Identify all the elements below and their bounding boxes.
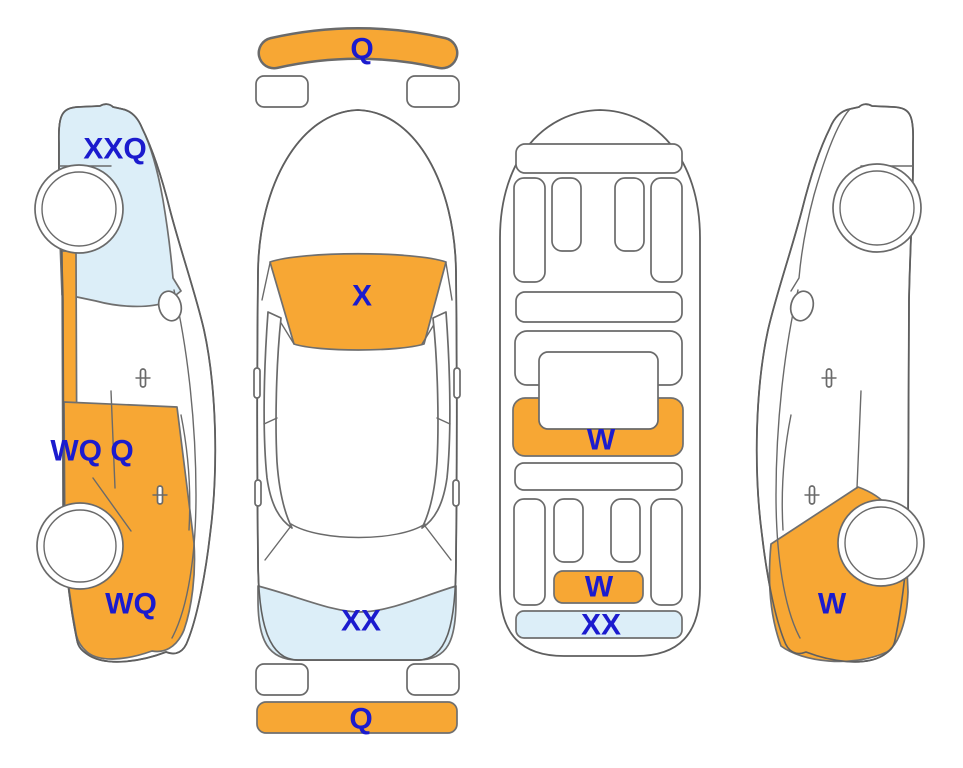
rear-sill-damage-label[interactable]: XX [581,609,621,642]
dashboard [515,143,683,174]
rear-door-trim-right [650,498,683,606]
center-floor-strip [515,291,683,323]
cargo-floor-damage-label[interactable]: W [585,571,614,604]
view-side-right: W [755,103,925,663]
front-bumper-damage-region[interactable] [260,29,456,67]
rear-glass-damage-region[interactable] [257,585,457,661]
view-interior: W W XX [499,109,701,657]
left-rear-door-handle [152,485,168,505]
rear-seat-left [553,498,584,563]
molding-rear-left [254,479,262,507]
front-seat-right [614,177,645,252]
cargo-floor-damage-region[interactable] [553,570,644,604]
rear-right-lamp [406,663,460,696]
molding-rear-right [452,479,460,507]
rear-seat-right [610,498,641,563]
top-body-outline-stroke [256,109,458,661]
windshield-damage-label[interactable]: X [352,280,372,313]
front-bumper-damage-label[interactable]: Q [350,33,373,66]
rear-left-lamp [255,663,309,696]
left-body-outline-stroke [58,103,217,663]
right-front-wheel [832,163,922,253]
rear-door-trim-left [513,498,546,606]
right-windshield-line [790,108,851,292]
windshield-damage-region[interactable] [269,252,447,351]
front-left-lamp [255,75,309,108]
left-quarter-window-line [180,414,191,531]
rear-glass-damage-label[interactable]: XX [341,605,381,638]
right-rear-quarter-damage-label[interactable]: W [818,588,847,621]
molding-front-right [453,367,461,399]
view-top: Q X XX Q [253,27,461,736]
left-rear-wheel [36,502,124,590]
view-side-left: XXQ WQ Q WQ [34,103,217,663]
right-rear-door-handle [804,485,820,505]
right-side-mirror [789,290,815,322]
side-window-channel-left [263,311,293,529]
molding-front-left [253,367,261,399]
right-quarter-window-line [781,414,792,531]
side-window-channel-right [421,311,451,529]
left-front-wheel [34,164,124,254]
left-bpillar-seam [110,390,116,489]
left-rear-quarter-damage-label[interactable]: WQ [105,588,157,621]
rear-seat-damage-label[interactable]: W [587,424,616,457]
left-quarter-seam [92,477,132,532]
cpillar-lines [264,525,452,561]
front-seat-left [551,177,582,252]
rear-sill-damage-region[interactable] [515,610,683,639]
front-right-lamp [406,75,460,108]
left-front-fender-damage-label[interactable]: XXQ [83,133,146,166]
rear-seat-armrest [538,351,659,430]
left-front-door-handle [135,368,151,388]
right-greenhouse-line [775,289,801,639]
right-front-door-handle [821,368,837,388]
rear-window-arc [290,523,426,539]
right-body-outline-stroke [755,103,914,663]
rear-bumper-damage-region[interactable] [256,701,458,734]
left-greenhouse-line [171,289,197,639]
rear-floor-strip [514,462,683,491]
front-door-trim-right [650,177,683,283]
front-door-trim-left [513,177,546,283]
left-side-mirror [157,290,183,322]
right-bpillar-seam [856,390,862,489]
rear-bumper-damage-label[interactable]: Q [349,703,372,736]
left-doors-damage-label[interactable]: WQ Q [50,435,133,468]
bpillar-ticks [263,417,451,425]
top-body-outline [256,109,458,661]
right-rear-wheel [837,499,925,587]
